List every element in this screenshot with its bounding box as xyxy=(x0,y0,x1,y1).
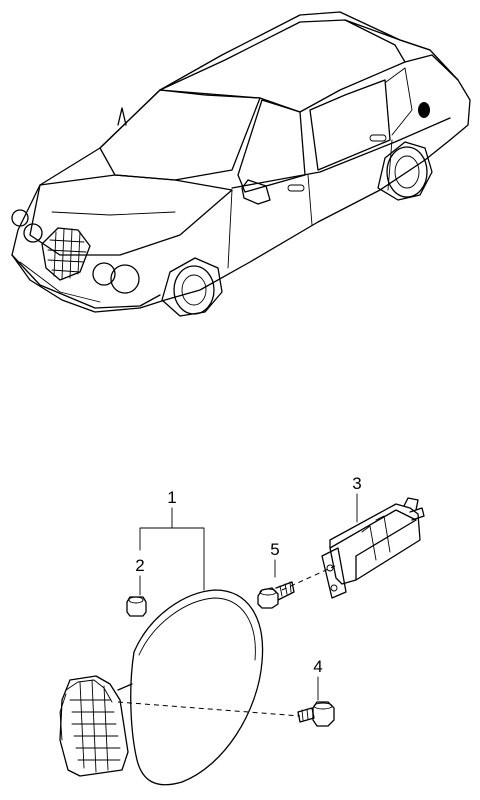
fuel-door-location-mark xyxy=(418,102,430,118)
callout-2: 2 xyxy=(135,556,144,575)
part-1-fuel-filler-door xyxy=(59,589,264,786)
part-2-rubber-bumper xyxy=(126,596,147,617)
callout-3: 3 xyxy=(352,474,361,493)
callout-leaders xyxy=(117,493,358,717)
callout-1: 1 xyxy=(167,488,176,507)
part-5-screw xyxy=(257,581,295,609)
part-4-screw xyxy=(297,701,335,727)
part-3-actuator xyxy=(321,497,425,599)
callout-4: 4 xyxy=(313,657,322,676)
car-illustration xyxy=(11,11,471,317)
callout-5: 5 xyxy=(270,540,279,559)
